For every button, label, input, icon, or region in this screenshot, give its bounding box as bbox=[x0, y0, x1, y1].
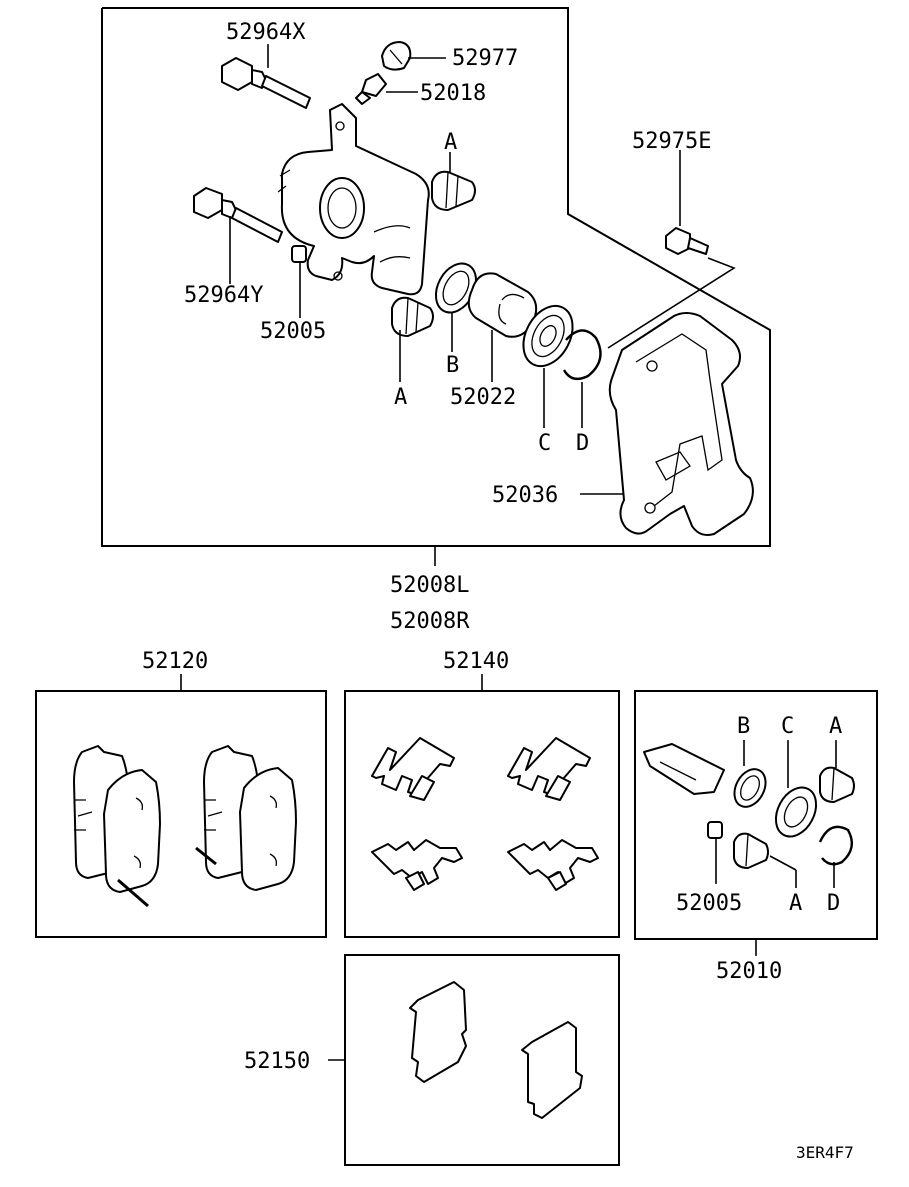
label-52964Y: 52964Y bbox=[184, 283, 263, 308]
label-52964X: 52964X bbox=[226, 20, 306, 45]
label-52150: 52150 bbox=[244, 1049, 310, 1074]
pad-clip-upper-left[interactable] bbox=[371, 737, 455, 801]
guide-boot-lower[interactable] bbox=[391, 296, 434, 337]
label-kit-52005: 52005 bbox=[676, 891, 742, 916]
guide-sleeve[interactable] bbox=[291, 245, 307, 263]
kit-guide-boot-top[interactable] bbox=[819, 766, 855, 803]
caliper-body[interactable] bbox=[277, 103, 430, 296]
grease-packet[interactable] bbox=[643, 743, 725, 795]
pad-clip-box bbox=[344, 690, 620, 938]
diagram-code: 3ER4F7 bbox=[796, 1143, 854, 1162]
label-52036: 52036 bbox=[492, 483, 558, 508]
label-52005: 52005 bbox=[260, 319, 326, 344]
shim-plate-left[interactable] bbox=[409, 981, 467, 1083]
kit-piston-boot[interactable] bbox=[768, 781, 824, 844]
label-kit-d: D bbox=[827, 891, 840, 916]
brake-pad-right-pair[interactable] bbox=[195, 745, 297, 891]
label-52120: 52120 bbox=[142, 649, 208, 674]
label-kit-a-top: A bbox=[829, 714, 842, 739]
pad-clip-lower-right[interactable] bbox=[507, 839, 599, 891]
label-d: D bbox=[576, 431, 589, 456]
label-52022: 52022 bbox=[450, 385, 516, 410]
piston[interactable] bbox=[467, 272, 538, 338]
piston-boot[interactable] bbox=[514, 297, 583, 374]
pad-clip-lower-left[interactable] bbox=[371, 839, 463, 891]
label-a-top: A bbox=[444, 130, 457, 155]
label-kit-a-bottom: A bbox=[789, 891, 802, 916]
kit-guide-sleeve[interactable] bbox=[707, 821, 723, 839]
label-52010: 52010 bbox=[716, 959, 782, 984]
label-52018: 52018 bbox=[420, 81, 486, 106]
brake-pad-left-pair[interactable] bbox=[73, 745, 161, 908]
kit-guide-boot-bottom[interactable] bbox=[733, 832, 769, 869]
support-bolt[interactable] bbox=[665, 227, 709, 255]
caliper-assembly-outline bbox=[101, 7, 771, 547]
bleeder-screw[interactable] bbox=[355, 73, 387, 105]
kit-seal[interactable] bbox=[728, 764, 772, 812]
shim-plate-right[interactable] bbox=[521, 1021, 583, 1119]
caliper-support[interactable] bbox=[608, 312, 754, 536]
label-52977: 52977 bbox=[452, 46, 518, 71]
guide-bolt-upper[interactable] bbox=[221, 57, 311, 109]
leader-52975E-mount bbox=[607, 257, 736, 349]
bleeder-cap[interactable] bbox=[381, 41, 412, 71]
pad-clip-upper-right[interactable] bbox=[507, 737, 591, 801]
label-kit-b: B bbox=[737, 714, 750, 739]
label-52008R: 52008R bbox=[390, 609, 470, 634]
boot-ring[interactable] bbox=[562, 329, 602, 381]
kit-boot-ring[interactable] bbox=[818, 825, 854, 866]
leader-kit-a-bottom bbox=[769, 855, 797, 871]
guide-boot-upper[interactable] bbox=[431, 170, 476, 211]
label-kit-c: C bbox=[781, 714, 794, 739]
guide-bolt-lower[interactable] bbox=[193, 187, 283, 243]
label-52975E: 52975E bbox=[632, 129, 711, 154]
label-52008L: 52008L bbox=[390, 573, 469, 598]
label-b: B bbox=[446, 353, 459, 378]
anti-squeal-shim-box bbox=[344, 954, 620, 1166]
piston-seal[interactable] bbox=[428, 257, 484, 320]
label-52140: 52140 bbox=[443, 649, 509, 674]
label-a-bottom: A bbox=[394, 385, 407, 410]
label-c: C bbox=[538, 431, 551, 456]
